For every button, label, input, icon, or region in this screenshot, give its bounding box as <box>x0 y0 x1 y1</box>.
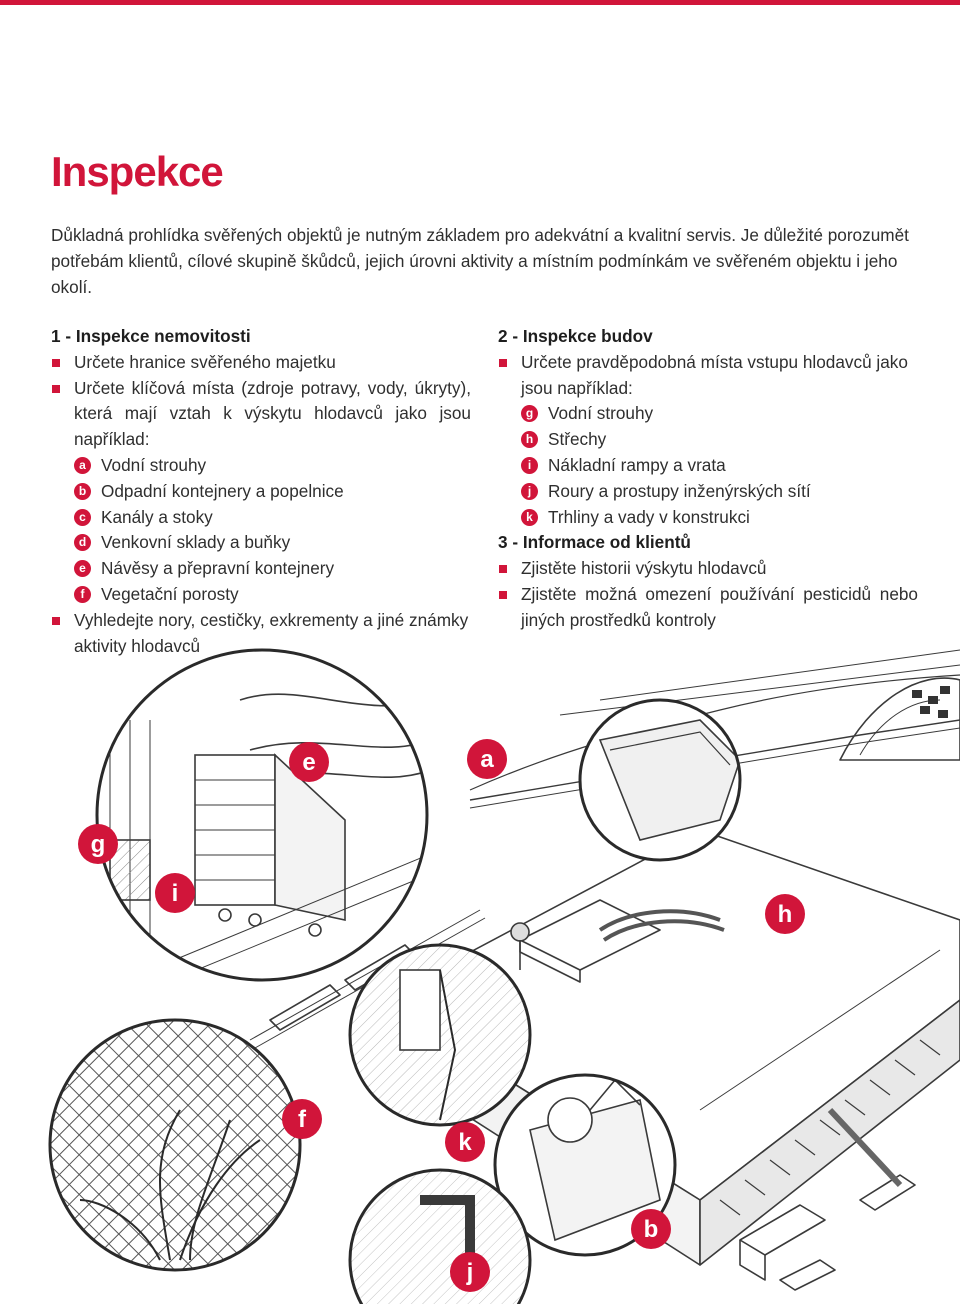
svg-text:i: i <box>172 880 179 907</box>
letter-badge: k <box>521 508 538 526</box>
section2-bullet-1: Určete pravděpodobná místa vstupu hlodav… <box>498 350 918 402</box>
section-building-inspection: 2 - Inspekce budov Určete pravděpodobná … <box>498 324 918 634</box>
svg-text:b: b <box>644 1216 659 1243</box>
list-item-text: Venkovní sklady a buňky <box>101 532 291 553</box>
list-item: h Střechy <box>498 427 918 453</box>
list-item: j Roury a prostupy inženýrských sítí <box>498 479 918 505</box>
list-item-text: Kanály a stoky <box>101 506 213 527</box>
list-item: f Vegetační porosty <box>51 582 471 608</box>
list-item-text: Vodní strouhy <box>548 403 654 424</box>
list-item: b Odpadní kontejnery a popelnice <box>51 479 471 505</box>
list-item-text: Vegetační porosty <box>101 583 239 604</box>
list-item: d Venkovní sklady a buňky <box>51 530 471 556</box>
badge-h: h <box>765 894 805 934</box>
section3-bullet-2: Zjistěte možná omezení používání pestici… <box>498 582 918 634</box>
letter-badge: e <box>74 560 91 578</box>
list-item: g Vodní strouhy <box>498 401 918 427</box>
top-accent-bar <box>0 0 960 5</box>
letter-badge: i <box>521 456 538 474</box>
section1-bullet-1: Určete hranice svěřeného majetku <box>51 350 471 376</box>
badge-f: f <box>282 1099 322 1139</box>
letter-badge: b <box>74 482 91 500</box>
svg-text:j: j <box>466 1259 474 1286</box>
badge-j: j <box>450 1252 490 1292</box>
svg-text:k: k <box>458 1129 472 1156</box>
section3-bullet-1: Zjistěte historii výskytu hlodavců <box>498 556 918 582</box>
svg-text:g: g <box>91 831 106 858</box>
section2-title: 2 - Inspekce budov <box>498 326 653 346</box>
intro-paragraph: Důkladná prohlídka svěřených objektů je … <box>51 225 909 297</box>
letter-badge: d <box>74 534 91 552</box>
section1-title: 1 - Inspekce nemovitosti <box>51 326 251 346</box>
svg-text:e: e <box>302 749 315 776</box>
list-item-text: Vodní strouhy <box>101 454 207 475</box>
letter-badge: c <box>74 508 91 526</box>
list-item: e Návěsy a přepravní kontejnery <box>51 556 471 582</box>
letter-badge: h <box>521 431 538 449</box>
section1-bullet-2: Určete klíčová místa (zdroje potravy, vo… <box>51 376 471 453</box>
badge-k: k <box>445 1122 485 1162</box>
list-item: c Kanály a stoky <box>51 505 471 531</box>
badge-e: e <box>289 742 329 782</box>
badge-i: i <box>155 873 195 913</box>
svg-text:a: a <box>480 746 494 773</box>
list-item: k Trhliny a vady v konstrukci <box>498 505 918 531</box>
list-item-text: Návěsy a přepravní kontejnery <box>101 558 335 579</box>
svg-text:h: h <box>778 901 793 928</box>
list-item-text: Roury a prostupy inženýrských sítí <box>548 480 811 501</box>
list-item-text: Nákladní rampy a vrata <box>548 454 726 475</box>
badge-b: b <box>631 1209 671 1249</box>
list-item-text: Střechy <box>548 429 607 450</box>
badge-a: a <box>467 739 507 779</box>
letter-badge: a <box>74 456 91 474</box>
section3-title: 3 - Informace od klientů <box>498 532 691 553</box>
section1-bullet-3: Vyhledejte nory, cestičky, exkrementy a … <box>51 608 471 660</box>
list-item-text: Trhliny a vady v konstrukci <box>548 506 750 527</box>
letter-badge: g <box>521 405 538 423</box>
letter-badge: j <box>521 482 538 500</box>
list-item: a Vodní strouhy <box>51 453 471 479</box>
list-item: i Nákladní rampy a vrata <box>498 453 918 479</box>
list-item-text: Odpadní kontejnery a popelnice <box>101 480 344 501</box>
svg-text:f: f <box>298 1106 307 1133</box>
facility-illustration: e a g i h f k b j <box>48 648 960 1304</box>
section-property-inspection: 1 - Inspekce nemovitosti Určete hranice … <box>51 324 471 659</box>
letter-badge: f <box>74 585 91 603</box>
badge-g: g <box>78 824 118 864</box>
page-title: Inspekce <box>51 148 224 195</box>
